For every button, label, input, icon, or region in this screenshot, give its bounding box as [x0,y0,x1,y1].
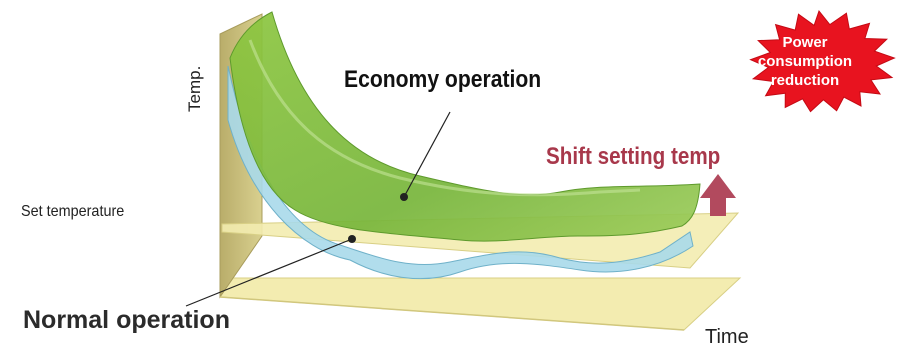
time-floor-plane [219,277,742,331]
economy-operation-label: Economy operation [344,66,542,93]
badge-line: consumption [757,53,853,70]
badge-line: reduction [770,72,840,89]
power-reduction-badge-text: Power consumption reduction [730,33,880,90]
temp-axis-label: Temp. [185,65,204,112]
floor-front-edge [219,296,685,331]
time-axis-label: Time [705,326,749,348]
badge-line: Power [782,34,828,51]
shift-arrow-icon [700,174,736,216]
economy-operation-curve [229,11,701,242]
shift-setting-temp-label: Shift setting temp [546,143,721,170]
normal-leader-dot [348,235,356,243]
set-temperature-label: Set temperature [21,203,125,220]
normal-leader-line [185,238,353,307]
power-reduction-badge [749,9,896,113]
economy-curve-highlight [248,39,641,197]
normal-operation-curve [227,65,694,280]
normal-operation-label: Normal operation [23,306,230,334]
economy-leader-dot [400,193,408,201]
economy-leader-line [403,111,451,198]
